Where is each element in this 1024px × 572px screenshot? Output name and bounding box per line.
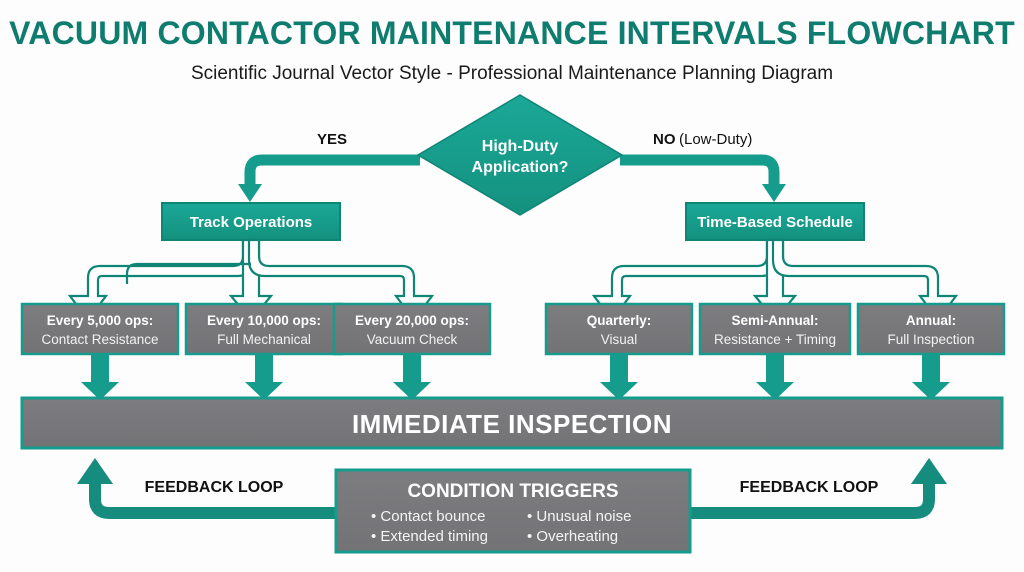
interval-box-every-10000-ops[interactable]: Every 10,000 ops: Full Mechanical [184,302,344,356]
interval-sub-semi-annual: Resistance + Timing [714,332,836,347]
feedback-loop-right [690,458,947,519]
condition-trigger-item-unusual-noise: • Unusual noise [527,508,631,525]
interval-sub-every-20000-ops: Vacuum Check [367,332,458,347]
edge-label-no: NO [653,131,676,148]
decision-label-line1: High-Duty [482,138,559,155]
interval-box-annual[interactable]: Annual: Full Inspection [856,302,1006,356]
edge-label-no-detail: (Low-Duty) [679,131,752,148]
edge-label-yes: YES [317,131,347,148]
interval-head-every-5000-ops: Every 5,000 ops: [47,313,154,328]
interval-head-quarterly: Quarterly: [587,313,652,328]
interval-sub-annual: Full Inspection [887,332,974,347]
decision-node-high-duty[interactable]: High-Duty Application? [416,94,624,216]
connector-yes-branch [238,154,420,202]
feedback-loop-left [77,458,336,519]
page-subtitle: Scientific Journal Vector Style - Profes… [191,63,833,84]
condition-triggers-title: CONDITION TRIGGERS [407,481,618,502]
feedback-loop-right-label: FEEDBACK LOOP [740,479,879,496]
branch-box-time-based-schedule[interactable]: Time-Based Schedule [685,202,865,241]
interval-box-semi-annual[interactable]: Semi-Annual: Resistance + Timing [698,302,852,356]
interval-sub-quarterly: Visual [601,332,638,347]
condition-trigger-item-contact-bounce: • Contact bounce [371,508,486,525]
condition-trigger-item-overheating: • Overheating [527,528,618,545]
arrows-to-inspection [81,354,950,400]
interval-head-every-20000-ops: Every 20,000 ops: [355,313,469,328]
interval-box-quarterly[interactable]: Quarterly: Visual [544,302,694,356]
immediate-inspection-bar[interactable]: IMMEDIATE INSPECTION [20,396,1004,450]
immediate-inspection-label: IMMEDIATE INSPECTION [352,409,672,439]
interval-box-every-5000-ops[interactable]: Every 5,000 ops: Contact Resistance [20,302,180,356]
interval-sub-every-10000-ops: Full Mechanical [217,332,311,347]
condition-triggers-box[interactable]: CONDITION TRIGGERS • Contact bounce • Ex… [334,468,692,554]
interval-head-every-10000-ops: Every 10,000 ops: [207,313,321,328]
interval-head-annual: Annual: [906,313,956,328]
condition-trigger-item-extended-timing: • Extended timing [371,528,488,545]
decision-label-line2: Application? [472,159,569,176]
interval-head-semi-annual: Semi-Annual: [731,313,818,328]
interval-box-every-20000-ops[interactable]: Every 20,000 ops: Vacuum Check [332,302,492,356]
feedback-loop-left-label: FEEDBACK LOOP [145,479,284,496]
connector-no-branch [620,154,786,202]
page-title: VACUUM CONTACTOR MAINTENANCE INTERVALS F… [9,15,1015,51]
branch-box-track-operations[interactable]: Track Operations [161,202,341,241]
branch-label-time-based-schedule: Time-Based Schedule [697,214,853,231]
fanout-left-inner [125,262,251,284]
interval-sub-every-5000-ops: Contact Resistance [41,332,158,347]
branch-label-track-operations: Track Operations [190,214,313,231]
